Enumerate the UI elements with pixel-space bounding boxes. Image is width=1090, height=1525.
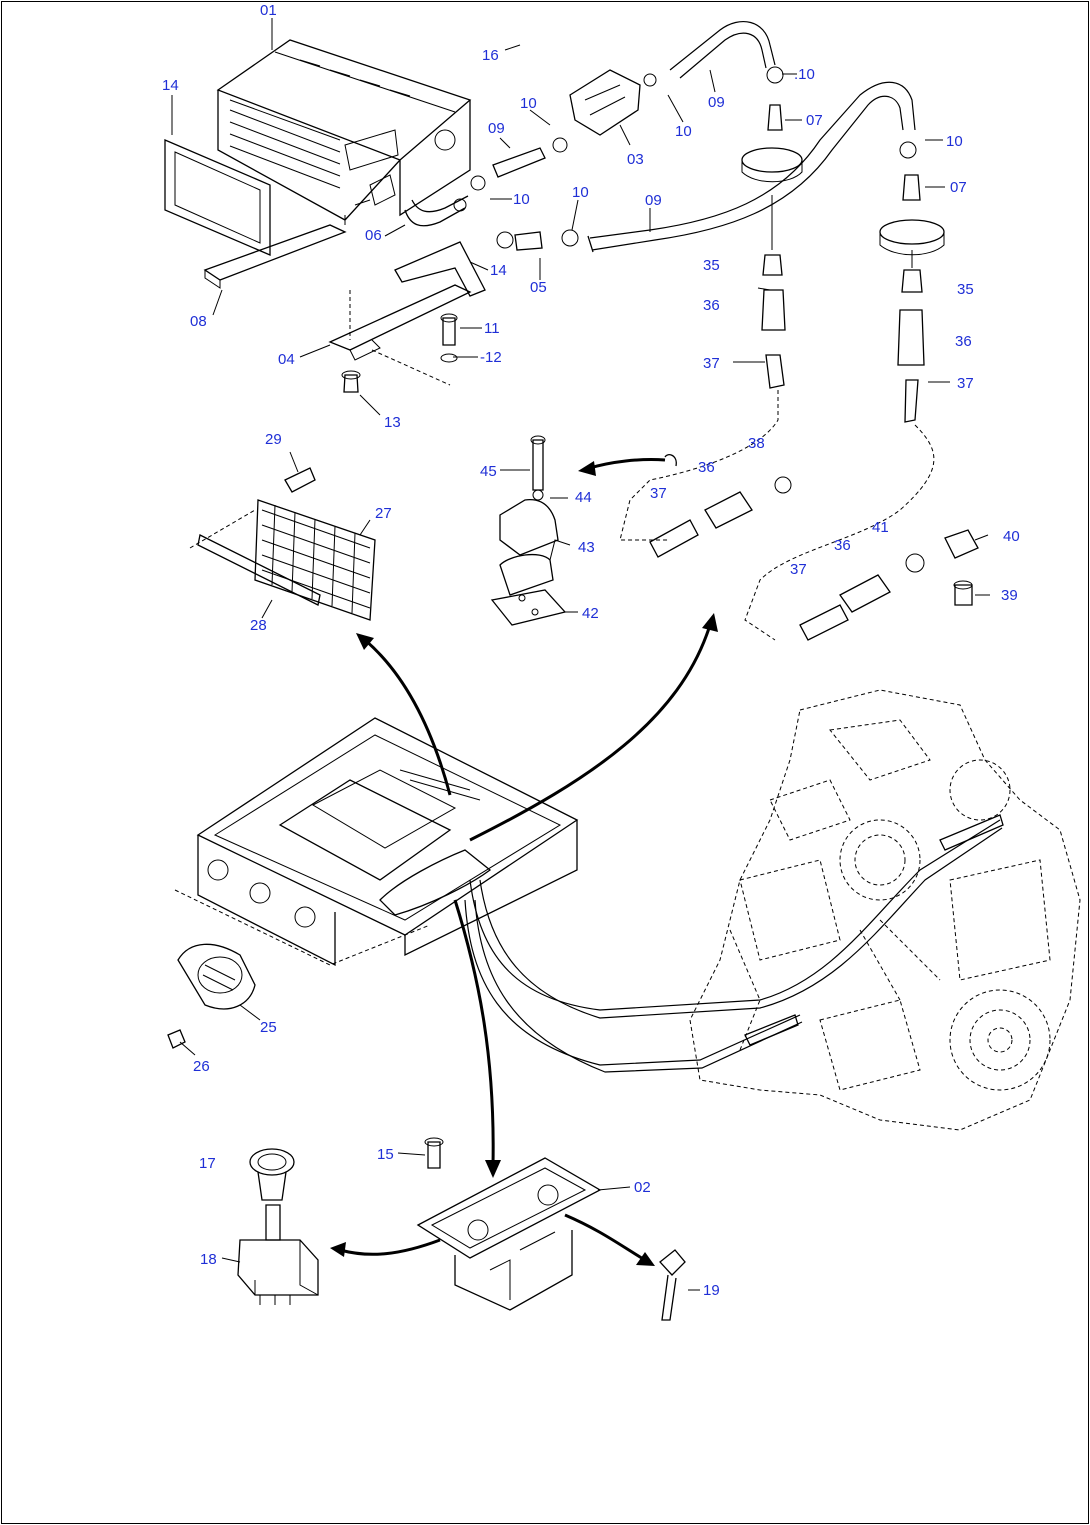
label-41: 41	[872, 519, 889, 536]
label-38: 38	[748, 435, 765, 452]
label-15: 15	[377, 1146, 394, 1163]
label-05: 05	[530, 279, 547, 296]
label-06: 06	[365, 227, 382, 244]
fuel-line-left	[619, 195, 786, 541]
label-14: 14	[162, 77, 179, 94]
exhaust-elbow	[404, 175, 486, 227]
rotary-switch	[237, 1148, 319, 1305]
label-17: 17	[199, 1155, 216, 1172]
short-hose	[492, 137, 568, 178]
label-42: 42	[582, 605, 599, 622]
label-35: 35	[957, 281, 974, 298]
heater-unit	[216, 39, 472, 225]
label-12: -12	[480, 349, 502, 366]
fuel-hose-long	[587, 81, 916, 253]
label-25: 25	[260, 1019, 277, 1036]
fitting-07-left	[741, 104, 803, 183]
air-grille	[189, 467, 376, 621]
label-37: 37	[650, 485, 667, 502]
fitting-07-right	[879, 141, 945, 256]
fuel-clamps	[496, 229, 579, 251]
fittings-mid-right	[799, 529, 979, 641]
label-37: 37	[957, 375, 974, 392]
label-35: 35	[703, 257, 720, 274]
label-28: 28	[250, 617, 267, 634]
label-03: 03	[627, 151, 644, 168]
label-07: 07	[950, 179, 967, 196]
label-11: 11	[484, 320, 500, 337]
label-10: 10	[675, 123, 692, 140]
control-panel	[416, 1157, 602, 1311]
label-26: 26	[193, 1058, 210, 1075]
label-02: 02	[634, 1179, 651, 1196]
label-18: 18	[200, 1251, 217, 1268]
label-16: 16	[482, 47, 499, 64]
cab-box	[174, 717, 579, 967]
label-36: 36	[703, 297, 720, 314]
part-labels: 01 14 16 09 .10 10 09 03 10 07 10 07 10 …	[162, 2, 1020, 1299]
clamp-detail	[490, 435, 567, 626]
label-10: 10	[520, 95, 537, 112]
bolt-15	[424, 1137, 444, 1169]
label-43: 43	[578, 539, 595, 556]
label-19: 19	[703, 1282, 720, 1299]
fuel-hose-top	[669, 21, 784, 84]
label-01: 01	[260, 2, 277, 19]
engine-fuel-lines	[379, 814, 1004, 1073]
bracket-08	[203, 224, 347, 289]
label-36: 36	[955, 333, 972, 350]
label-08: 08	[190, 313, 207, 330]
label-36: 36	[698, 459, 715, 476]
label-29: 29	[265, 431, 282, 448]
callout-arrows	[330, 458, 718, 1266]
fuel-line-right	[744, 250, 935, 641]
air-outlet	[167, 943, 256, 1049]
label-36: 36	[834, 537, 851, 554]
label-09: 09	[645, 192, 662, 209]
bracket-04	[328, 284, 472, 386]
label-27: 27	[375, 505, 392, 522]
label-13: 13	[384, 414, 401, 431]
bolts	[341, 313, 458, 393]
label-39: 39	[1001, 587, 1018, 604]
label-10: 10	[946, 133, 963, 150]
fuel-pump	[569, 69, 657, 136]
label-40: 40	[1003, 528, 1020, 545]
fittings-mid-left	[649, 454, 792, 558]
label-10: 10	[513, 191, 530, 208]
label-10: .10	[794, 66, 815, 83]
gasket	[164, 139, 271, 256]
label-44: 44	[575, 489, 592, 506]
bracket-14	[394, 241, 486, 297]
connector-19	[659, 1249, 686, 1321]
label-09: 09	[488, 120, 505, 137]
label-37: 37	[790, 561, 807, 578]
leader-lines	[171, 18, 990, 1291]
label-37: 37	[703, 355, 720, 372]
label-14: 14	[490, 262, 507, 279]
label-04: 04	[278, 351, 295, 368]
label-10: 10	[572, 184, 589, 201]
label-09: 09	[708, 94, 725, 111]
engine	[689, 689, 1081, 1131]
label-07: 07	[806, 112, 823, 129]
label-45: 45	[480, 463, 497, 480]
